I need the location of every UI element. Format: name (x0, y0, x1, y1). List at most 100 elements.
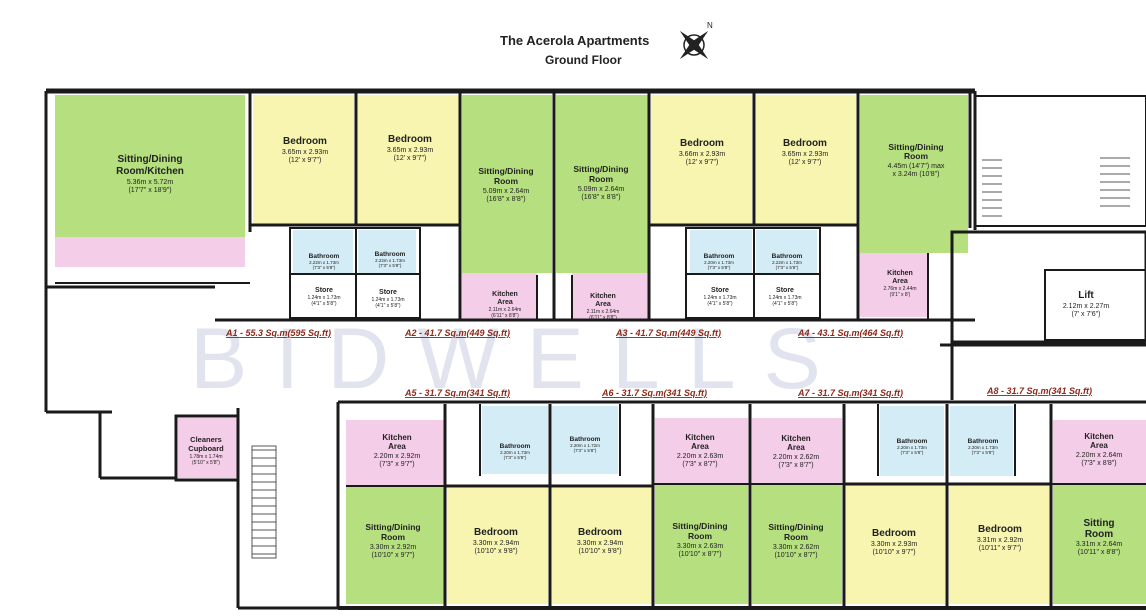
a7-bed-name: Bedroom (872, 528, 916, 539)
a3-kitchen-name: Kitchen (590, 293, 616, 300)
svg-text:Area: Area (497, 299, 513, 306)
svg-text:(7'3" x 5'8"): (7'3" x 5'8") (504, 455, 527, 460)
watermark: BIDWELLS (190, 311, 849, 407)
svg-text:1.24m x 1.73m: 1.24m x 1.73m (768, 295, 801, 301)
svg-text:(4'1" x 5'8"): (4'1" x 5'8") (375, 303, 401, 309)
a3-store-name: Store (711, 287, 729, 294)
svg-text:3.30m x 2.62m: 3.30m x 2.62m (773, 544, 819, 551)
svg-text:Room: Room (494, 176, 519, 186)
a1-kitchen-strip (55, 237, 245, 267)
a8-sitting-fill (1053, 484, 1146, 604)
bottom-row-rooms (178, 406, 1146, 604)
a5-bath-name: Bathroom (500, 443, 531, 450)
a5-sitting-fill (346, 486, 445, 604)
svg-text:(7'3" x 5'8"): (7'3" x 5'8") (776, 265, 799, 270)
svg-text:N: N (707, 21, 713, 30)
unit-a8-area: A8 - 31.7 Sq.m(341 Sq.ft) (986, 386, 1092, 396)
svg-text:(7'3" x 8'7"): (7'3" x 8'7") (682, 461, 717, 468)
a4-sitting-fill (860, 95, 968, 253)
page-subtitle: Ground Floor (545, 53, 622, 67)
a5-kitchen-name: Kitchen (382, 433, 411, 442)
svg-text:Area: Area (691, 442, 709, 451)
svg-text:1.24m x 1.73m: 1.24m x 1.73m (703, 295, 736, 301)
svg-text:(7'3" x 5'8"): (7'3" x 5'8") (972, 450, 995, 455)
svg-text:2.20m x 1.72m: 2.20m x 1.72m (570, 443, 600, 448)
a6-sitting-fill (655, 484, 748, 604)
svg-text:(4'1" x 5'8"): (4'1" x 5'8") (311, 301, 337, 307)
a5-kitchen-fill (346, 420, 445, 486)
a1-store-name: Store (315, 287, 333, 294)
svg-text:(10'10" x 9'7"): (10'10" x 9'7") (872, 549, 915, 556)
a4-bath-name: Bathroom (772, 253, 803, 260)
unit-a4-area: A4 - 43.1 Sq.m(464 Sq.ft) (797, 328, 903, 338)
svg-text:Room: Room (904, 151, 929, 161)
a3-sitting-fill (556, 95, 648, 273)
page-title: The Acerola Apartments (500, 33, 650, 48)
svg-text:(12' x 9'7"): (12' x 9'7") (289, 157, 322, 164)
a8-kitchen-name: Kitchen (1084, 432, 1113, 441)
a2-kitchen-name: Kitchen (492, 291, 518, 298)
a3-bed-name: Bedroom (680, 138, 724, 149)
cleaners-name: Cleaners (190, 435, 222, 444)
svg-text:(12' x 9'7"): (12' x 9'7") (789, 159, 822, 166)
svg-text:Cupboard: Cupboard (188, 444, 224, 453)
svg-text:(17'7" x 18'9"): (17'7" x 18'9") (128, 187, 171, 194)
a3-kitchen-fill (572, 273, 648, 319)
room-labels-top: Sitting/Dining Room/Kitchen 5.36m x 5.72… (116, 134, 1109, 321)
a6-kitchen-fill (655, 418, 748, 484)
svg-text:2.22m x 1.73m: 2.22m x 1.73m (772, 260, 802, 265)
svg-text:(16'8" x 8'8"): (16'8" x 8'8") (581, 194, 620, 201)
svg-text:2.12m x 2.27m: 2.12m x 2.27m (1063, 303, 1109, 310)
svg-text:2.11m x 2.64m: 2.11m x 2.64m (587, 309, 620, 315)
a5-bed-fill (447, 488, 548, 604)
a2-sitting-name: Sitting/Dining (478, 166, 533, 176)
svg-text:3.31m x 2.92m: 3.31m x 2.92m (977, 537, 1023, 544)
svg-text:(7'3" x 5'8"): (7'3" x 5'8") (901, 450, 924, 455)
svg-text:Room: Room (589, 174, 614, 184)
a5-sitting-name: Sitting/Dining (365, 522, 420, 532)
bath-3 (690, 230, 752, 273)
svg-text:2.20m x 2.62m: 2.20m x 2.62m (773, 454, 819, 461)
svg-text:Area: Area (388, 442, 406, 451)
a3-bath-name: Bathroom (704, 253, 735, 260)
a4-bed-name: Bedroom (783, 138, 827, 149)
unit-a5-area: A5 - 31.7 Sq.m(341 Sq.ft) (404, 388, 510, 398)
svg-text:(16'8" x 8'8"): (16'8" x 8'8") (486, 196, 525, 203)
a2-bed-name: Bedroom (388, 134, 432, 145)
bath-1 (293, 230, 353, 273)
a4-kitchen-fill (860, 253, 928, 317)
a8-bed-name: Bedroom (978, 524, 1022, 535)
svg-text:2.20m x 2.63m: 2.20m x 2.63m (677, 453, 723, 460)
svg-text:2.20m x 1.73m: 2.20m x 1.73m (968, 445, 998, 450)
svg-text:(7'3" x 5'8"): (7'3" x 5'8") (574, 448, 597, 453)
svg-text:Room: Room (1085, 529, 1113, 540)
a8-bath-name: Bathroom (968, 438, 999, 445)
svg-text:3.30m x 2.94m: 3.30m x 2.94m (473, 540, 519, 547)
svg-text:(12' x 9'7"): (12' x 9'7") (394, 155, 427, 162)
stairs (251, 157, 1130, 559)
bath-2 (358, 230, 416, 273)
svg-text:(4'1" x 5'8"): (4'1" x 5'8") (772, 301, 798, 307)
a6-bed-fill (552, 488, 652, 604)
unit-a7-area: A7 - 31.7 Sq.m(341 Sq.ft) (797, 388, 903, 398)
a6-bath-fill (552, 406, 618, 474)
a1-bath-name: Bathroom (309, 253, 340, 260)
a1-sitting-name2: Room/Kitchen (116, 166, 184, 177)
svg-text:3.65m x 2.93m: 3.65m x 2.93m (282, 149, 328, 156)
svg-text:x 3.24m (10'8"): x 3.24m (10'8") (892, 171, 939, 178)
a7-kitchen-fill (752, 418, 842, 484)
a5-bed-name: Bedroom (474, 527, 518, 538)
a6-sitting-name: Sitting/Dining (672, 521, 727, 531)
svg-text:(6'11" x 8'8"): (6'11" x 8'8") (491, 313, 519, 319)
a4-bed-fill (756, 95, 856, 225)
unit-area-labels: A1 - 55.3 Sq.m(595 Sq.ft) A2 - 41.7 Sq.m… (225, 328, 1092, 398)
svg-text:5.09m x 2.64m: 5.09m x 2.64m (483, 188, 529, 195)
svg-text:(10'10" x 9'7"): (10'10" x 9'7") (371, 552, 414, 559)
svg-text:Area: Area (1090, 441, 1108, 450)
svg-text:Area: Area (595, 301, 611, 308)
svg-text:(7'3" x 9'7"): (7'3" x 9'7") (379, 461, 414, 468)
a2-store-name: Store (379, 289, 397, 296)
svg-text:(7'3" x 8'8"): (7'3" x 8'8") (1081, 460, 1116, 467)
a7-bath-fill (880, 406, 944, 476)
